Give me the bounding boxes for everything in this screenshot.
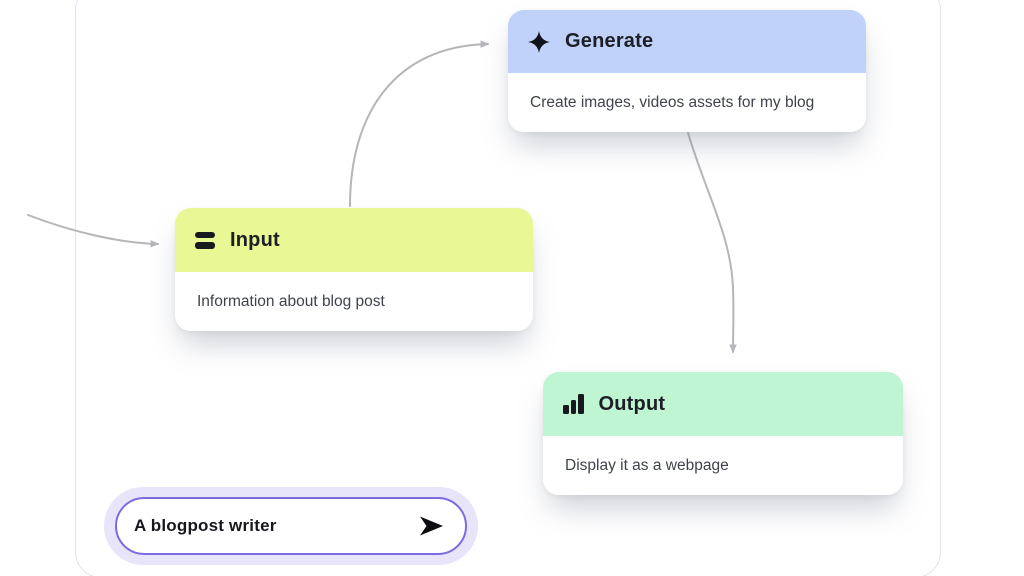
node-output-header: Output <box>543 372 903 436</box>
prompt-text: A blogpost writer <box>134 516 277 535</box>
node-output-description: Display it as a webpage <box>543 436 903 495</box>
node-output-title: Output <box>598 392 666 415</box>
node-input-title: Input <box>230 228 280 251</box>
prompt-input[interactable]: A blogpost writer <box>115 497 467 555</box>
prompt-bar: A blogpost writer <box>104 487 478 565</box>
send-button[interactable] <box>418 514 445 538</box>
node-input[interactable]: Input Information about blog post <box>175 208 533 331</box>
send-icon <box>420 516 443 536</box>
sparkle-icon <box>528 30 550 53</box>
node-generate[interactable]: Generate Create images, videos assets fo… <box>508 10 866 132</box>
list-bars-icon <box>195 231 215 249</box>
bar-chart-icon <box>563 394 584 414</box>
node-generate-title: Generate <box>565 30 654 52</box>
node-input-description: Information about blog post <box>175 272 533 331</box>
node-input-header: Input <box>175 208 533 272</box>
node-generate-header: Generate <box>508 10 866 73</box>
node-generate-description: Create images, videos assets for my blog <box>508 73 866 132</box>
node-output[interactable]: Output Display it as a webpage <box>543 372 903 495</box>
